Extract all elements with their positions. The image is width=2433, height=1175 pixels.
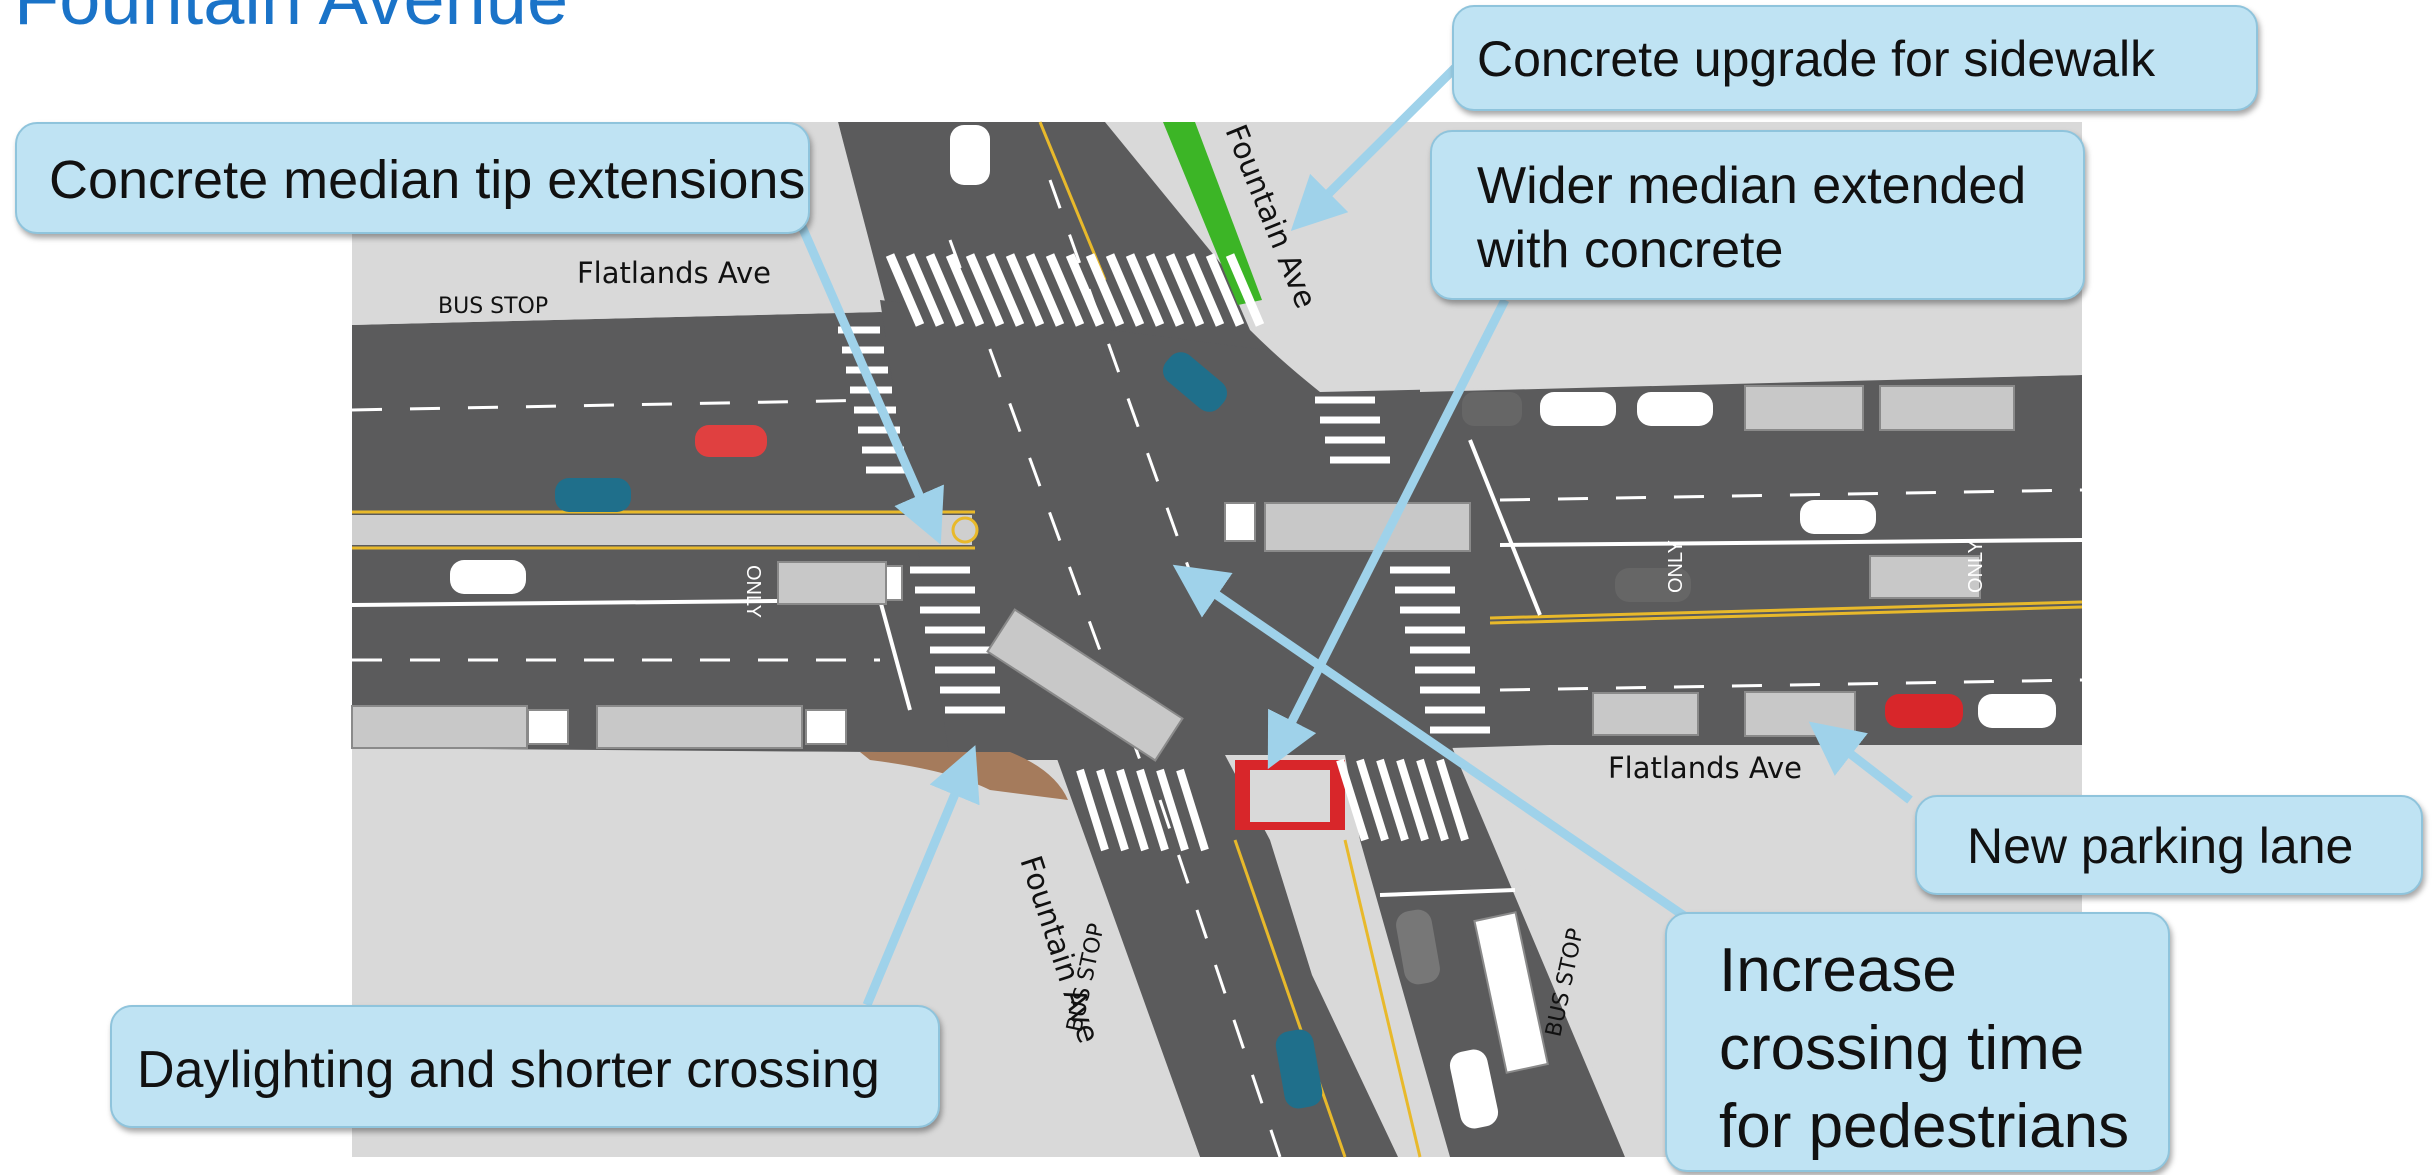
page-title: Fountain Avenue <box>14 0 568 41</box>
callout-daylighting-text: Daylighting and shorter crossing <box>137 1041 880 1099</box>
arrow-median-tip <box>795 220 944 545</box>
crosswalk-east <box>1315 396 1490 734</box>
crosswalk-south <box>1076 758 1469 852</box>
callout-daylighting: Daylighting and shorter crossing <box>110 1005 940 1128</box>
car <box>950 125 990 185</box>
bus-stop-label-west: BUS STOP <box>438 294 548 319</box>
car <box>1978 694 2056 728</box>
only-marking: ONLY <box>1965 540 1987 593</box>
callout-sidewalk-text: Concrete upgrade for sidewalk <box>1477 31 2156 87</box>
vehicles <box>450 125 2056 1129</box>
car <box>1162 352 1228 412</box>
car <box>1637 392 1713 426</box>
car <box>695 425 767 457</box>
crosswalk-west <box>838 326 1005 714</box>
arrow-crossing-time <box>1172 564 1693 924</box>
crosswalk-north <box>885 253 1265 327</box>
callout-wider-median-line1: Wider median extended <box>1477 157 2027 215</box>
only-marking: ONLY <box>742 565 764 618</box>
south-median <box>1225 755 1450 1157</box>
street-label-flatlands-nw: Flatlands Ave <box>577 256 771 290</box>
callout-parking-text: New parking lane <box>1967 818 2354 874</box>
arrow-sidewalk <box>1290 64 1459 232</box>
car <box>450 560 526 594</box>
trucks <box>351 385 2015 1074</box>
callout-parking: New parking lane <box>1915 795 2423 895</box>
callout-median-tip: Concrete median tip extensions <box>15 122 810 234</box>
callout-crossing-time: Increase crossing time for pedestrians <box>1665 912 2170 1172</box>
callout-crossing-line2: crossing time <box>1719 1014 2085 1083</box>
street-label-flatlands-se: Flatlands Ave <box>1608 751 1802 785</box>
callout-median-tip-text: Concrete median tip extensions <box>49 150 806 210</box>
callout-wider-median: Wider median extended with concrete <box>1430 130 2085 300</box>
car <box>1885 694 1963 728</box>
arrow-daylighting <box>862 745 980 1007</box>
callout-sidewalk: Concrete upgrade for sidewalk <box>1452 5 2258 111</box>
car <box>1275 1029 1323 1109</box>
car <box>1449 1049 1499 1129</box>
only-marking: ONLY <box>1665 540 1687 593</box>
arrow-wider-median <box>1267 297 1510 770</box>
car <box>1800 500 1876 534</box>
callout-wider-median-line2: with concrete <box>1477 221 1784 279</box>
car <box>1540 392 1616 426</box>
car <box>1615 568 1691 602</box>
car <box>555 478 631 512</box>
west-median <box>352 515 972 545</box>
arrow-parking <box>1808 721 1913 804</box>
lane-markings <box>351 179 2083 1158</box>
bike-lane <box>1163 122 1262 305</box>
car <box>1462 392 1522 426</box>
callout-crossing-line3: for pedestrians <box>1719 1092 2130 1161</box>
callout-crossing-line1: Increase <box>1719 936 1957 1005</box>
car <box>1396 909 1440 985</box>
